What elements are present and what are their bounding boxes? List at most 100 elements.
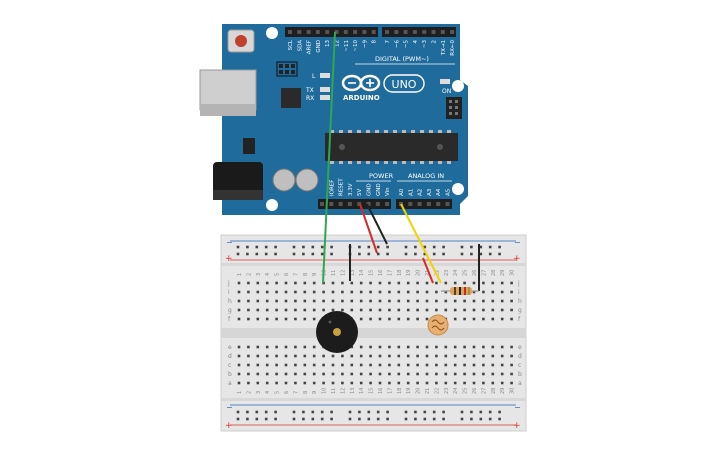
wire-red[interactable] — [359, 203, 378, 254]
resistor[interactable] — [441, 287, 479, 295]
breadboard-hole — [350, 299, 354, 303]
led-l — [320, 73, 330, 78]
photoresistor[interactable] — [427, 314, 449, 336]
icsp-pin — [455, 106, 458, 109]
column-number: 19 — [406, 270, 412, 276]
breadboard-hole — [284, 281, 288, 285]
breadboard-hole — [500, 290, 504, 294]
breadboard-hole — [247, 308, 250, 312]
breadboard-hole — [303, 299, 307, 303]
breadboard-hole — [472, 281, 476, 285]
digital-pin-label: AREF — [307, 40, 313, 54]
rail-hole — [320, 410, 324, 414]
rail-hole — [470, 252, 473, 256]
breadboard-hole — [472, 354, 476, 358]
breadboard-hole — [453, 299, 457, 303]
icsp-frame — [276, 61, 298, 77]
breadboard-hole — [491, 281, 495, 285]
led-rx — [320, 95, 330, 100]
breadboard-hole — [416, 299, 419, 303]
wire-green[interactable] — [322, 31, 336, 284]
breadboard-hole — [303, 363, 307, 367]
breadboard-hole — [303, 281, 307, 285]
digital-label: DIGITAL (PWM~) — [375, 55, 429, 63]
breadboard-hole — [303, 381, 307, 385]
column-number: 20 — [416, 388, 422, 394]
chip-leg — [420, 161, 424, 164]
breadboard-hole — [369, 299, 372, 303]
breadboard-hole — [500, 354, 504, 358]
breadboard-hole — [472, 372, 476, 376]
piezo-buzzer[interactable] — [316, 311, 358, 353]
rail-hole — [498, 417, 501, 421]
breadboard-hole — [388, 372, 391, 376]
rail-hole — [404, 410, 408, 414]
reset-button-cap[interactable] — [235, 35, 247, 47]
breadboard-hole — [322, 363, 325, 367]
breadboard-hole — [322, 381, 325, 385]
rail-hole — [246, 410, 249, 414]
chip-leg — [429, 130, 433, 133]
rail-hole — [311, 245, 315, 249]
column-number: 11 — [331, 270, 337, 276]
breadboard-hole — [406, 308, 410, 312]
power-pin-label: 5V — [357, 189, 363, 196]
breadboard-hole — [397, 372, 401, 376]
column-number: 2 — [246, 273, 252, 276]
breadboard-hole — [341, 290, 344, 294]
column-number: 5 — [275, 391, 281, 394]
breadboard-hole — [294, 308, 297, 312]
wire-yellow[interactable] — [400, 203, 442, 284]
breadboard-hole — [378, 317, 382, 321]
breadboard-hole — [510, 281, 513, 285]
header-hole — [394, 30, 399, 34]
row-letter: i — [518, 289, 520, 296]
rail-hole — [255, 417, 259, 421]
row-letter: f — [518, 316, 521, 323]
breadboard-hole — [359, 345, 363, 349]
breadboard-hole — [359, 290, 363, 294]
breadboard-hole — [312, 308, 316, 312]
row-letter: h — [518, 298, 522, 305]
row-letter: d — [228, 353, 232, 360]
breadboard-hole — [397, 354, 401, 358]
breadboard-hole — [510, 308, 513, 312]
analog-pin-label: A3 — [427, 188, 433, 196]
rail-hole — [423, 245, 427, 249]
rail-plus-left-top: + — [225, 254, 233, 264]
header-hole — [353, 30, 358, 34]
breadboard-hole — [312, 290, 316, 294]
column-number: 14 — [359, 270, 365, 276]
wire-black[interactable] — [366, 203, 388, 245]
rail-separator-bottom — [221, 398, 526, 401]
rail-plus-right-bottom: + — [513, 421, 521, 431]
chip-leg — [366, 161, 370, 164]
header-hole — [320, 202, 324, 206]
digital-pin-label: SCL — [288, 39, 294, 50]
breadboard-hole — [256, 363, 260, 367]
breadboard-hole — [369, 308, 372, 312]
icsp-pin — [285, 70, 289, 74]
row-letter: h — [228, 298, 232, 305]
mount-hole — [266, 199, 278, 211]
board-body — [222, 24, 468, 215]
icsp-pin — [285, 64, 289, 68]
rail-hole — [292, 417, 296, 421]
breadboard-hole — [378, 345, 382, 349]
column-number: 27 — [481, 388, 487, 394]
rail-hole — [479, 245, 483, 249]
rail-hole — [302, 245, 305, 249]
chip-leg — [348, 161, 352, 164]
breadboard-hole — [416, 381, 419, 385]
brand-label: ARDUINO — [343, 94, 380, 102]
column-number: 4 — [265, 391, 271, 394]
breadboard-hole — [482, 363, 485, 367]
column-number: 16 — [378, 388, 384, 394]
breadboard-hole — [406, 281, 410, 285]
breadboard-hole — [247, 317, 250, 321]
wire-red-2[interactable] — [422, 257, 434, 284]
analog-pin-label: A0 — [399, 188, 405, 196]
column-number: 30 — [510, 388, 516, 394]
